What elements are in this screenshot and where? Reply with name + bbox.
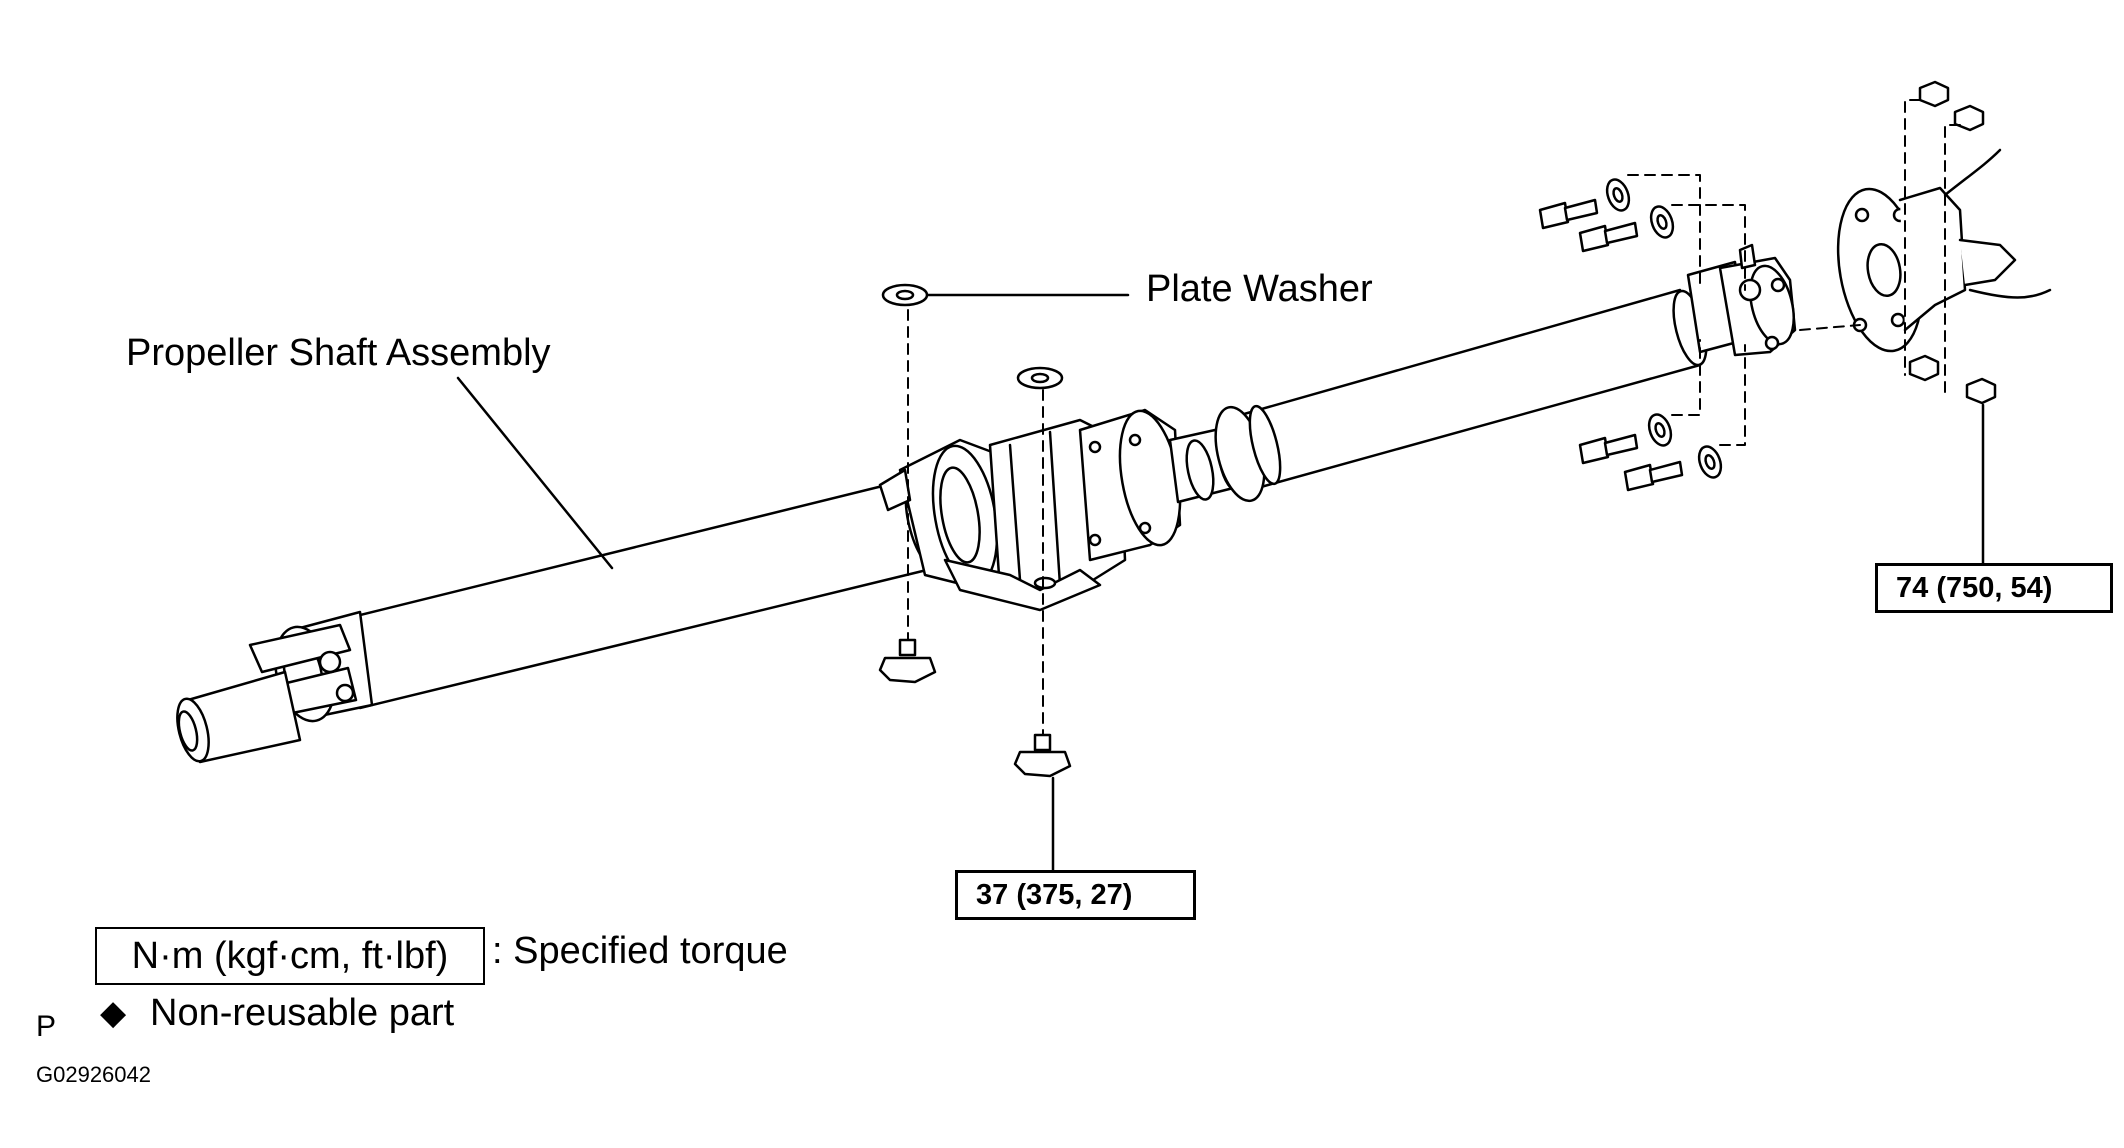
spline-yoke — [176, 670, 302, 764]
front-tube — [338, 476, 946, 710]
plate-washer-label: Plate Washer — [1146, 268, 1373, 310]
flange-nuts — [1908, 80, 1997, 405]
leader-lines — [456, 293, 1985, 882]
non-reusable-label: Non-reusable part — [150, 992, 455, 1034]
bearing-assembly-lines — [907, 309, 1044, 736]
torque-spec-center-bearing: 37 (375, 27) — [955, 870, 1196, 920]
rear-assembly-lines — [1627, 99, 1961, 446]
propeller-shaft-label: Propeller Shaft Assembly — [126, 332, 551, 374]
bearing-bracket — [878, 468, 1102, 612]
diamond-icon: ◆ — [100, 994, 127, 1032]
figure-id: G02926042 — [36, 1062, 151, 1087]
p-mark: P — [36, 1010, 57, 1043]
bearing-bolts — [878, 638, 1072, 778]
front-universal-joint — [248, 610, 374, 723]
companion-flange — [1836, 148, 2052, 353]
torque-spec-flange-nut: 74 (750, 54) — [1875, 563, 2113, 613]
torque-unit-description: : Specified torque — [492, 930, 788, 972]
rear-universal-joint — [1686, 243, 1797, 357]
flange-washers — [1605, 178, 1723, 479]
flange-bolts — [1538, 198, 1684, 492]
plate-washers — [881, 283, 1064, 390]
center-yoke — [1078, 408, 1182, 562]
torque-unit-box: N·m (kgf·cm, ft·lbf) — [95, 927, 485, 985]
